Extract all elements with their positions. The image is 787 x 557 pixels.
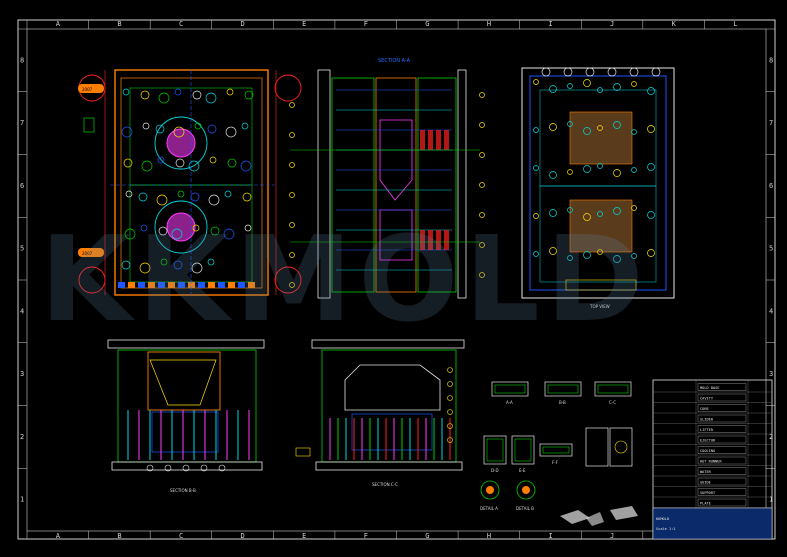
section-view-center[interactable]: SECTION A-A [289, 58, 485, 299]
row-label: 5 [20, 245, 24, 253]
column-label: B [117, 20, 121, 28]
column-label: J [610, 532, 614, 540]
row-label: 2 [20, 433, 24, 441]
column-label: F [364, 20, 368, 28]
row-label: 3 [769, 370, 773, 378]
plan-view-right[interactable]: TOP VIEW [521, 67, 675, 309]
detail-caption-b: DETAIL B [516, 506, 534, 511]
title-row: HOT RUNNER [700, 460, 722, 464]
section-label: SECTION A-A [378, 58, 411, 64]
row-label: 6 [769, 182, 773, 190]
column-label: A [56, 532, 61, 540]
row-labels-left: 8 7 6 5 4 3 2 1 [18, 28, 27, 504]
row-label: 8 [769, 56, 773, 64]
detail-caption: D-D [491, 468, 499, 473]
title-row: SLIDER [700, 418, 714, 422]
column-label: C [179, 532, 183, 540]
row-label: 5 [769, 245, 773, 253]
title-row: PLATE [700, 502, 711, 506]
column-label: K [672, 20, 677, 28]
column-labels-top: A B C D E F G H I J K L [26, 20, 737, 29]
title-row: LIFTER [700, 428, 714, 432]
title-row: CAVITY [700, 397, 714, 401]
badge-top: 2007 [82, 87, 93, 92]
detail-caption: A-A [506, 400, 513, 405]
column-label: B [117, 532, 121, 540]
column-label: D [241, 532, 245, 540]
row-label: 4 [20, 307, 24, 315]
row-labels-right: 8 7 6 5 4 3 2 1 [766, 28, 775, 504]
detail-parts[interactable]: A-A B-B C-C D-D E-E F-F DETAIL A DETAIL B [480, 381, 633, 511]
watermark: KKMOLD [40, 210, 650, 348]
title-row: WATER [700, 470, 712, 474]
column-label: L [733, 20, 737, 28]
row-label: 7 [20, 119, 24, 127]
row-label: 1 [769, 496, 773, 504]
side-view[interactable]: SECTION C-C [295, 339, 465, 487]
front-caption: SECTION B-B [170, 488, 196, 493]
front-view[interactable]: SECTION B-B [107, 339, 265, 493]
column-label: G [425, 20, 429, 28]
title-row: MOLD BASE [700, 386, 719, 390]
title-row: EJECTOR [700, 439, 716, 443]
detail-caption: E-E [519, 468, 526, 473]
isometric-sketches [560, 506, 638, 526]
column-label: E [302, 532, 306, 540]
plan-view-left[interactable]: 2007 2007 [78, 69, 302, 296]
column-label: C [179, 20, 183, 28]
column-label: H [487, 20, 491, 28]
detail-caption: B-B [559, 400, 566, 405]
column-label: H [487, 532, 491, 540]
row-label: 3 [20, 370, 24, 378]
column-label: E [302, 20, 306, 28]
column-label: I [548, 20, 552, 28]
title-block: MOLD BASE CAVITY CORE SLIDER LIFTER EJECTOR CO… [652, 379, 773, 540]
column-label: I [548, 532, 552, 540]
title-row: CORE [700, 407, 709, 411]
detail-caption: C-C [609, 400, 616, 405]
title-company: KKMOLD [656, 517, 669, 521]
column-label: A [56, 20, 61, 28]
column-label: J [610, 20, 614, 28]
title-row: COOLING [700, 449, 715, 453]
row-label: 1 [20, 496, 24, 504]
detail-caption: F-F [552, 460, 559, 465]
column-label: D [241, 20, 245, 28]
title-row: SUPPORT [700, 491, 716, 495]
column-label: G [425, 532, 429, 540]
column-label: F [364, 532, 368, 540]
plan-caption: TOP VIEW [589, 304, 610, 309]
badge-bottom: 2007 [82, 251, 93, 256]
title-row: GUIDE [700, 481, 711, 485]
side-caption: SECTION C-C [372, 482, 398, 487]
row-label: 8 [20, 56, 24, 64]
detail-caption-a: DETAIL A [480, 506, 498, 511]
title-footer: Scale 1:1 [656, 527, 675, 531]
row-label: 2 [769, 433, 773, 441]
row-label: 7 [769, 119, 773, 127]
row-label: 4 [769, 307, 773, 315]
row-label: 6 [20, 182, 24, 190]
